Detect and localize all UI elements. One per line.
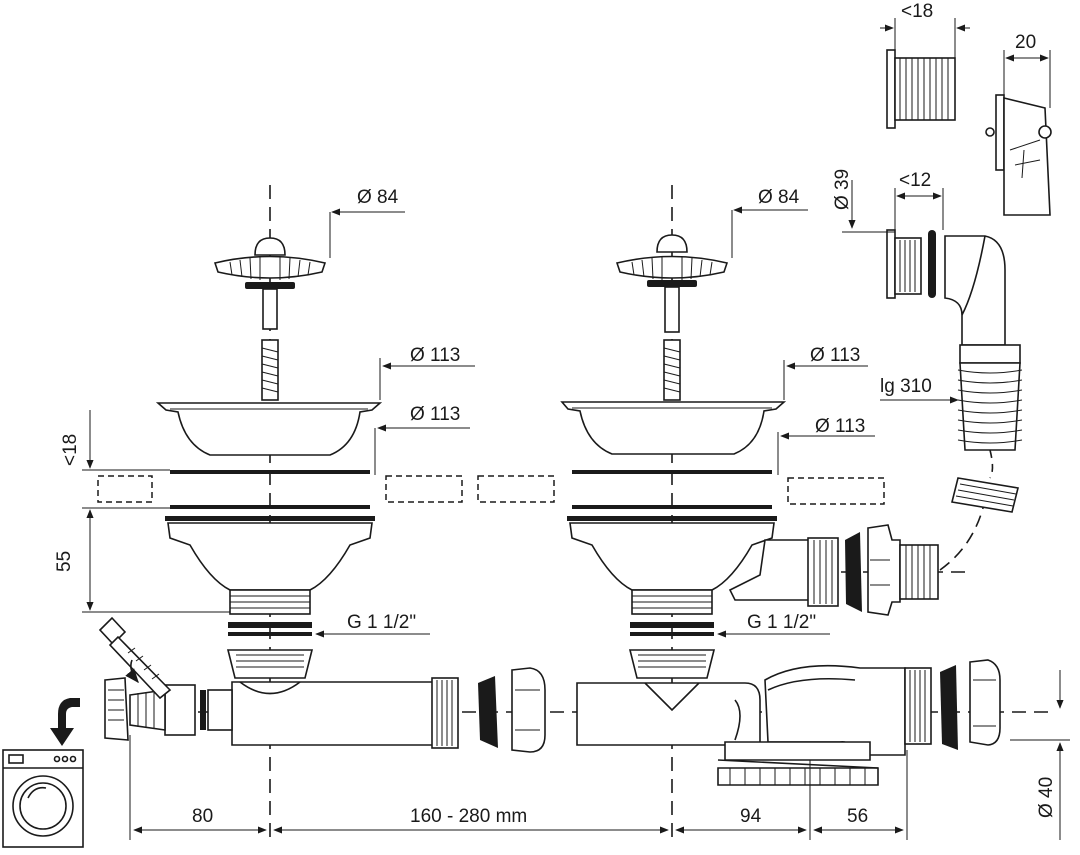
right-trap xyxy=(576,659,1001,786)
washing-machine-icon xyxy=(2,749,84,848)
label-d113-left-top: Ø 113 xyxy=(410,345,460,366)
right-basket xyxy=(560,401,787,455)
label-d113-left-bottom: Ø 113 xyxy=(410,404,460,425)
right-drain-body xyxy=(569,522,816,679)
label-d84-left: Ø 84 xyxy=(357,187,399,208)
label-d113-right-bottom: Ø 113 xyxy=(815,416,865,437)
label-d40: Ø 40 xyxy=(1036,777,1057,818)
label-g-left: G 1 1/2" xyxy=(347,612,416,633)
overflow-hose xyxy=(951,344,1023,513)
left-basket xyxy=(155,402,383,456)
label-w160-280: 160 - 280 mm xyxy=(410,806,527,827)
label-lt18-top: <18 xyxy=(901,1,933,22)
right-sink-plate xyxy=(567,470,777,521)
label-g-right: G 1 1/2" xyxy=(747,612,816,633)
label-lg310: lg 310 xyxy=(880,376,932,397)
left-strainer-plug xyxy=(213,237,327,401)
left-drain-body xyxy=(167,522,373,679)
label-d39: Ø 39 xyxy=(832,169,853,210)
dimension-lines xyxy=(82,18,1070,840)
label-w80: 80 xyxy=(192,806,213,827)
right-strainer-plug xyxy=(615,234,729,401)
label-lt12: <12 xyxy=(899,170,931,191)
label-w94: 94 xyxy=(740,806,762,827)
washer-connector xyxy=(104,677,233,741)
left-sink-plate xyxy=(165,470,375,521)
label-w20: 20 xyxy=(1015,32,1036,53)
overflow-elbow xyxy=(886,229,1006,346)
label-h55: 55 xyxy=(54,551,75,572)
hacksaw-icon xyxy=(98,616,172,700)
overflow-cover-side xyxy=(985,94,1052,216)
label-d113-right-top: Ø 113 xyxy=(810,345,860,366)
label-w56: 56 xyxy=(847,806,868,827)
dimension-labels: Ø 84 Ø 84 Ø 113 Ø 113 Ø 113 Ø 113 <18 55… xyxy=(54,1,1057,827)
label-d84-right: Ø 84 xyxy=(758,187,800,208)
left-outlet-pipe xyxy=(231,667,546,753)
label-lt18-side: <18 xyxy=(60,434,81,466)
overflow-grille-top xyxy=(886,49,956,129)
down-arrow-icon xyxy=(50,698,80,746)
overflow-connector xyxy=(807,499,986,616)
sink-outline-boxes xyxy=(97,475,885,505)
